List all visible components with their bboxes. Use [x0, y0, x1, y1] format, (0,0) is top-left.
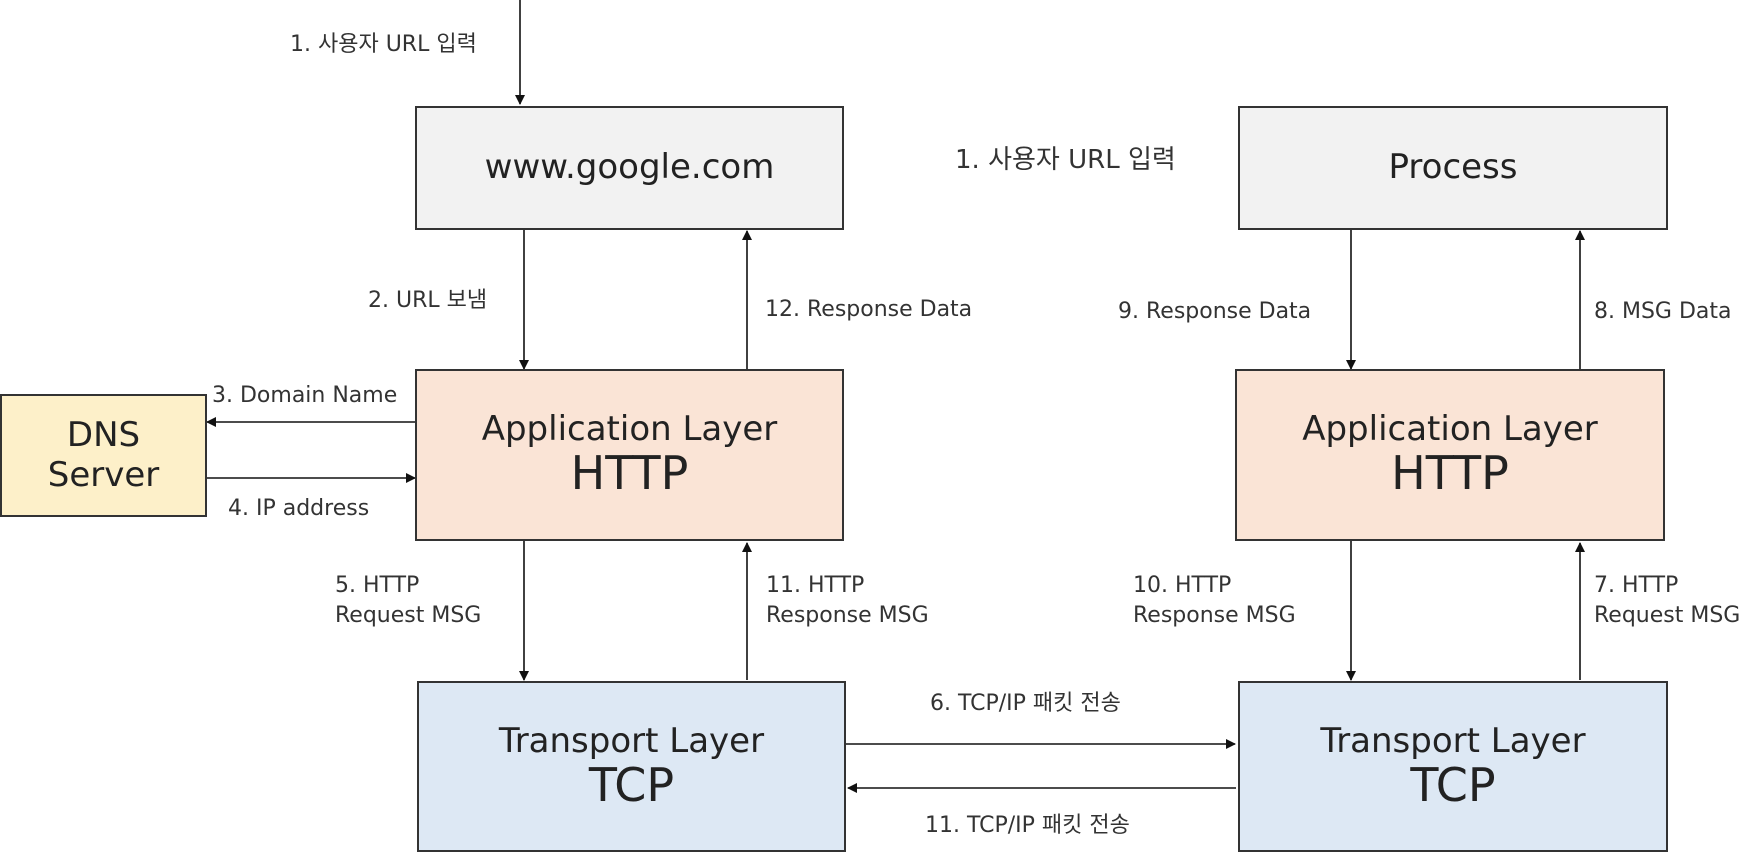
label-step11-http-response: 11. HTTP Response MSG [766, 571, 929, 631]
label-step11-http-line2: Response MSG [766, 603, 929, 628]
dns-server-box: DNS Server [0, 394, 207, 517]
dns-server-line1: DNS [66, 415, 141, 456]
label-step8-msg-data: 8. MSG Data [1594, 299, 1732, 324]
client-application-layer-box: Application Layer HTTP [415, 369, 844, 541]
label-step10-line2: Response MSG [1133, 603, 1296, 628]
label-step5-http-request: 5. HTTP Request MSG [335, 571, 481, 631]
server-app-layer-name: Application Layer [1302, 409, 1598, 449]
label-step5-line2: Request MSG [335, 603, 482, 628]
server-transport-layer-box: Transport Layer TCP [1238, 681, 1668, 852]
label-step7-line2: Request MSG [1594, 603, 1741, 628]
label-step4-ip-address: 4. IP address [228, 496, 370, 521]
label-step2-url-send: 2. URL 보냄 [368, 288, 488, 313]
server-process-box: Process [1238, 106, 1668, 230]
server-transport-protocol: TCP [1410, 757, 1496, 812]
client-transport-layer-box: Transport Layer TCP [417, 681, 846, 852]
client-app-protocol: HTTP [570, 446, 689, 501]
label-step10-http-response: 10. HTTP Response MSG [1133, 571, 1296, 631]
client-transport-layer-name: Transport Layer [498, 720, 765, 761]
client-app-layer-name: Application Layer [481, 409, 778, 449]
label-step7-line1: 7. HTTP [1594, 573, 1679, 598]
client-url-text: www.google.com [484, 147, 775, 188]
dns-server-line2: Server [47, 454, 160, 495]
label-step1-user-url-input: 1. 사용자 URL 입력 [290, 32, 477, 57]
label-step12-response-data: 12. Response Data [765, 297, 973, 322]
server-process-text: Process [1388, 147, 1518, 188]
label-step1-server: 1. 사용자 URL 입력 [955, 145, 1176, 175]
client-transport-protocol: TCP [588, 757, 675, 812]
server-app-protocol: HTTP [1391, 446, 1509, 501]
label-step5-line1: 5. HTTP [335, 573, 420, 598]
client-url-box: www.google.com [415, 106, 844, 230]
server-application-layer-box: Application Layer HTTP [1235, 369, 1665, 541]
label-step3-domain-name: 3. Domain Name [212, 383, 398, 408]
label-step10-line1: 10. HTTP [1133, 573, 1232, 598]
server-transport-layer-name: Transport Layer [1320, 720, 1586, 761]
label-step11-http-line1: 11. HTTP [766, 573, 865, 598]
label-step9-response-data: 9. Response Data [1118, 299, 1312, 324]
label-step11-tcp-send: 11. TCP/IP 패킷 전송 [925, 813, 1130, 838]
label-step6-tcp-send: 6. TCP/IP 패킷 전송 [930, 691, 1121, 716]
label-step7-http-request: 7. HTTP Request MSG [1594, 571, 1740, 631]
